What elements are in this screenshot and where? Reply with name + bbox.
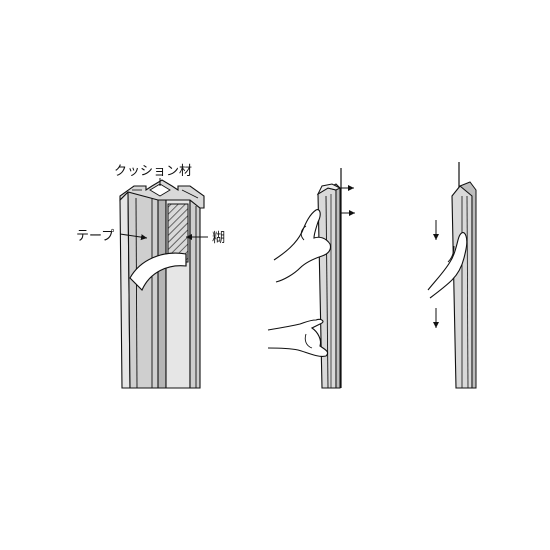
step1-corner-guard: クッション材 テープ 糊: [76, 164, 225, 389]
sliding-hand: [427, 231, 468, 299]
label-glue: 糊: [212, 230, 225, 246]
glue-area: [167, 203, 189, 263]
step3-slide-down: [427, 162, 477, 389]
label-cushion: クッション材: [114, 164, 192, 179]
upper-hand: [273, 209, 332, 283]
lower-hand: [267, 318, 329, 357]
step2-press-guard: [267, 168, 355, 389]
label-tape: テープ: [76, 229, 114, 244]
tape-leader-arrow: [119, 233, 148, 241]
